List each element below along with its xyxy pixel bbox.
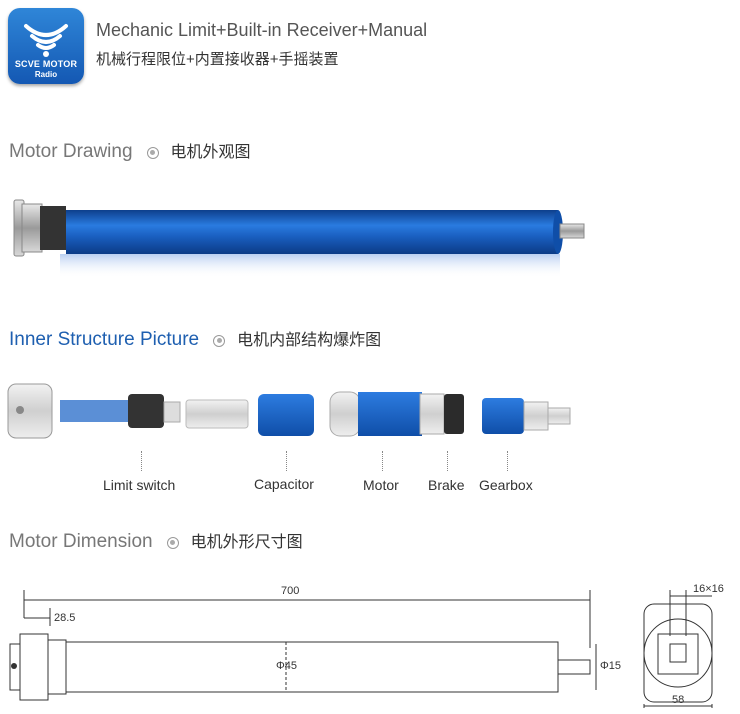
part-label-brake: Brake bbox=[428, 477, 465, 493]
section-title-en: Inner Structure Picture bbox=[9, 329, 200, 350]
brand-logo: SCVE MOTOR Radio bbox=[8, 8, 84, 84]
section-title-cn: 电机外观图 bbox=[170, 144, 251, 161]
section-heading-dimension: Motor Dimension 电机外形尺寸图 bbox=[9, 528, 303, 553]
bullet-circle-icon bbox=[146, 146, 159, 159]
section-title-en: Motor Dimension bbox=[9, 531, 153, 552]
motor-drawing bbox=[13, 199, 585, 278]
logo-sub-text: Radio bbox=[34, 70, 58, 79]
section-heading-drawing: Motor Drawing 电机外观图 bbox=[9, 138, 251, 163]
radio-wave-icon bbox=[24, 24, 68, 57]
section-title-cn: 电机内部结构爆炸图 bbox=[237, 332, 382, 349]
part-label-gearbox: Gearbox bbox=[479, 477, 533, 493]
leader-line bbox=[382, 451, 383, 471]
dim-shaft-diameter: Φ15 bbox=[600, 660, 622, 672]
section-heading-inner: Inner Structure Picture 电机内部结构爆炸图 bbox=[9, 326, 381, 351]
section-title-cn: 电机外形尺寸图 bbox=[190, 534, 303, 551]
dimension-drawing bbox=[9, 590, 713, 708]
dim-tube-diameter: Φ45 bbox=[276, 660, 298, 672]
dim-head-width: 58 bbox=[672, 694, 685, 706]
leader-line bbox=[447, 451, 448, 471]
part-label-limit-switch: Limit switch bbox=[103, 477, 176, 493]
part-label-motor: Motor bbox=[363, 477, 399, 493]
dim-square: 16×16 bbox=[693, 583, 724, 595]
dim-head-offset: 28.5 bbox=[54, 612, 76, 624]
product-title-cn: 机械行程限位+内置接收器+手摇装置 bbox=[96, 51, 339, 68]
part-label-capacitor: Capacitor bbox=[254, 476, 314, 492]
logo-brand-text: SCVE MOTOR bbox=[14, 59, 78, 69]
bullet-circle-icon bbox=[166, 536, 179, 549]
leader-line bbox=[507, 451, 508, 471]
exploded-parts-drawing bbox=[7, 383, 571, 439]
leader-line bbox=[141, 451, 142, 471]
section-title-en: Motor Drawing bbox=[9, 141, 133, 162]
product-title-en: Mechanic Limit+Built-in Receiver+Manual bbox=[96, 20, 428, 40]
bullet-circle-icon bbox=[213, 334, 226, 347]
leader-line bbox=[286, 451, 287, 471]
dim-length: 700 bbox=[281, 585, 300, 597]
